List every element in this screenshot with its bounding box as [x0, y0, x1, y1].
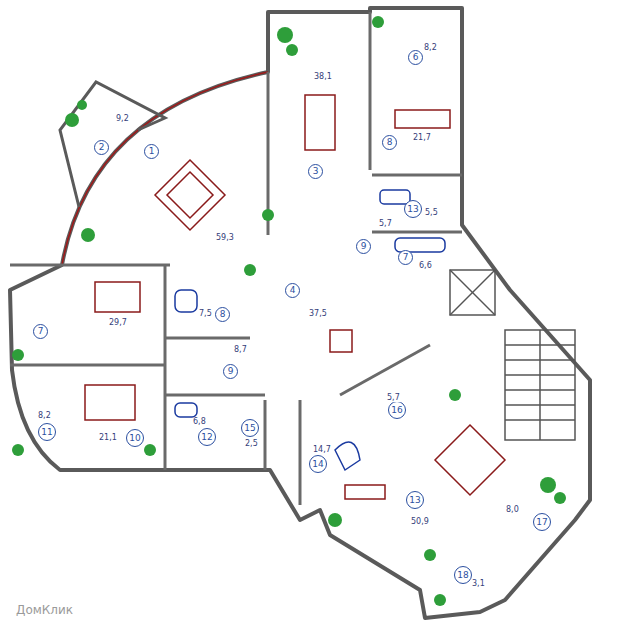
callout-number: 11 — [41, 428, 52, 437]
area-label: 59,3 — [215, 234, 235, 242]
area-label: 7,5 — [198, 310, 213, 318]
area-label: 9,2 — [115, 115, 130, 123]
callout-number: 18 — [457, 571, 468, 580]
callout-circle: 6 — [408, 50, 423, 65]
area-label: 8,2 — [423, 44, 438, 52]
callout-circle: 10 — [126, 429, 144, 447]
watermark: ДомКлик — [15, 604, 74, 616]
callout-number: 1 — [149, 147, 155, 156]
callout-number: 13 — [409, 496, 420, 505]
area-label: 3,1 — [471, 580, 486, 588]
area-label: 14,7 — [312, 446, 332, 454]
outer-wall — [10, 8, 590, 618]
area-label: 6,8 — [192, 418, 207, 426]
callout-number: 12 — [201, 433, 212, 442]
callout-circle: 1 — [144, 144, 159, 159]
area-label: 50,9 — [410, 518, 430, 526]
callout-circle: 8 — [382, 135, 397, 150]
area-label: 5,5 — [424, 209, 439, 217]
callout-number: 4 — [290, 286, 296, 295]
callout-number: 3 — [313, 167, 319, 176]
area-label: 37,5 — [308, 310, 328, 318]
callout-circle: 4 — [285, 283, 300, 298]
area-label: 2,5 — [244, 440, 259, 448]
callout-number: 17 — [536, 518, 547, 527]
callout-circle: 18 — [454, 566, 472, 584]
area-label: 8,7 — [233, 346, 248, 354]
area-label: 29,7 — [108, 319, 128, 327]
callout-circle: 13 — [406, 491, 424, 509]
callout-circle: 7 — [33, 324, 48, 339]
area-label: 38,1 — [313, 73, 333, 81]
area-label: 21,7 — [412, 134, 432, 142]
interior-walls — [10, 12, 462, 505]
stairwell — [450, 270, 575, 440]
callout-number: 6 — [413, 53, 419, 62]
callout-circle: 9 — [223, 364, 238, 379]
callout-number: 9 — [361, 242, 367, 251]
callout-number: 15 — [244, 424, 255, 433]
area-label: 8,2 — [37, 412, 52, 420]
furniture — [85, 95, 505, 499]
callout-number: 7 — [403, 253, 409, 262]
callout-circle: 16 — [388, 401, 406, 419]
callout-number: 10 — [129, 434, 140, 443]
area-label: 8,0 — [505, 506, 520, 514]
area-label: 5,7 — [378, 220, 393, 228]
callout-number: 7 — [38, 327, 44, 336]
callout-number: 9 — [228, 367, 234, 376]
callout-number: 8 — [220, 310, 226, 319]
callout-circle: 3 — [308, 164, 323, 179]
callout-circle: 15 — [241, 419, 259, 437]
callout-number: 13 — [407, 205, 418, 214]
callout-circle: 17 — [533, 513, 551, 531]
area-label: 21,1 — [98, 434, 118, 442]
callout-circle: 11 — [38, 423, 56, 441]
callout-number: 8 — [387, 138, 393, 147]
callout-number: 2 — [99, 143, 105, 152]
area-label: 5,7 — [386, 394, 401, 402]
callout-circle: 2 — [94, 140, 109, 155]
callout-circle: 12 — [198, 428, 216, 446]
callout-circle: 8 — [215, 307, 230, 322]
callout-number: 16 — [391, 406, 402, 415]
callout-circle: 13 — [404, 200, 422, 218]
bath-fixtures — [175, 190, 445, 470]
plants — [12, 16, 566, 606]
callout-circle: 14 — [309, 455, 327, 473]
area-label: 6,6 — [418, 262, 433, 270]
callout-number: 14 — [312, 460, 323, 469]
callout-circle: 9 — [356, 239, 371, 254]
window-line — [62, 72, 268, 265]
balcony-wall — [60, 82, 165, 207]
callout-circle: 7 — [398, 250, 413, 265]
